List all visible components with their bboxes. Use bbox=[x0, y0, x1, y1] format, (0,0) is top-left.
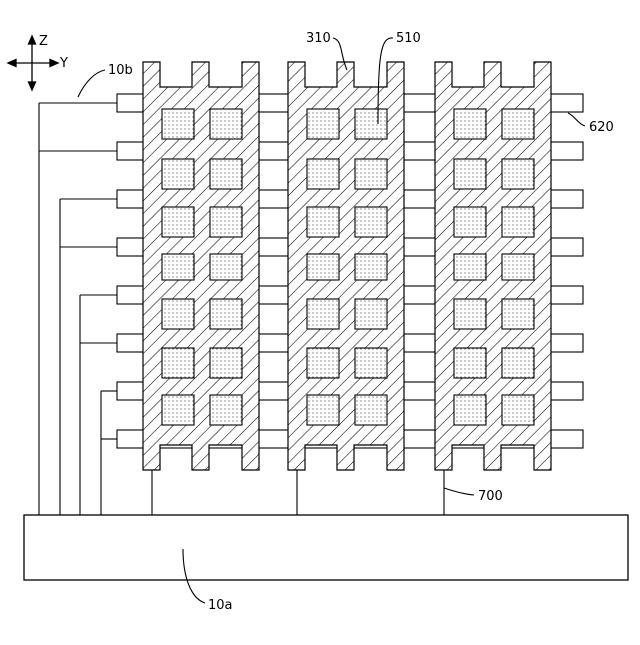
axis-z-label: Z bbox=[39, 34, 48, 49]
cell-c3-r7-1 bbox=[454, 395, 486, 425]
callout-10b: 10b bbox=[108, 63, 133, 78]
arrow-right-icon bbox=[50, 60, 58, 67]
cell-c2-r1-2 bbox=[355, 109, 387, 139]
cell-c3-r2-1 bbox=[454, 159, 486, 189]
cell-c3-r4-1 bbox=[454, 254, 486, 280]
cell-c1-r1-1 bbox=[162, 109, 194, 139]
cell-c3-r6-2 bbox=[502, 348, 534, 378]
cell-c1-r6-1 bbox=[162, 348, 194, 378]
cell-c1-r4-2 bbox=[210, 254, 242, 280]
leader-700 bbox=[444, 488, 474, 495]
cell-c1-r7-1 bbox=[162, 395, 194, 425]
cell-c3-r4-2 bbox=[502, 254, 534, 280]
base-substrate-10a bbox=[24, 515, 628, 580]
cell-c3-r5-2 bbox=[502, 299, 534, 329]
callout-510: 510 bbox=[396, 31, 421, 46]
cell-c2-r6-2 bbox=[355, 348, 387, 378]
cell-c3-r3-1 bbox=[454, 207, 486, 237]
axis-y-label: Y bbox=[59, 56, 68, 71]
cell-c2-r5-2 bbox=[355, 299, 387, 329]
column-strips bbox=[143, 62, 551, 470]
cell-c2-r3-1 bbox=[307, 207, 339, 237]
cell-c1-r3-2 bbox=[210, 207, 242, 237]
cell-c1-r4-1 bbox=[162, 254, 194, 280]
cell-c3-r6-1 bbox=[454, 348, 486, 378]
cell-c2-r3-2 bbox=[355, 207, 387, 237]
cell-c1-r5-2 bbox=[210, 299, 242, 329]
cell-c2-r6-1 bbox=[307, 348, 339, 378]
arrow-down-icon bbox=[29, 82, 36, 90]
cell-c3-r1-2 bbox=[502, 109, 534, 139]
cell-c1-r1-2 bbox=[210, 109, 242, 139]
cell-c1-r6-2 bbox=[210, 348, 242, 378]
cell-c2-r1-1 bbox=[307, 109, 339, 139]
cell-c1-r5-1 bbox=[162, 299, 194, 329]
cell-c1-r2-2 bbox=[210, 159, 242, 189]
cell-c1-r2-1 bbox=[162, 159, 194, 189]
arrow-up-icon bbox=[29, 36, 36, 44]
cell-c3-r7-2 bbox=[502, 395, 534, 425]
leader-620 bbox=[568, 113, 585, 126]
cell-c2-r2-2 bbox=[355, 159, 387, 189]
cell-c3-r5-1 bbox=[454, 299, 486, 329]
cell-c2-r7-2 bbox=[355, 395, 387, 425]
axis-indicator bbox=[8, 36, 58, 90]
cell-c2-r4-1 bbox=[307, 254, 339, 280]
arrow-left-icon bbox=[8, 60, 16, 67]
callout-10a: 10a bbox=[208, 598, 233, 613]
cell-c3-r2-2 bbox=[502, 159, 534, 189]
cell-c2-r5-1 bbox=[307, 299, 339, 329]
cell-c2-r2-1 bbox=[307, 159, 339, 189]
cell-c2-r4-2 bbox=[355, 254, 387, 280]
cell-c2-r7-1 bbox=[307, 395, 339, 425]
cell-c1-r7-2 bbox=[210, 395, 242, 425]
leader-10b bbox=[78, 70, 105, 97]
cell-c3-r3-2 bbox=[502, 207, 534, 237]
left-wiring bbox=[39, 103, 117, 515]
callout-310: 310 bbox=[306, 31, 331, 46]
cell-c3-r1-1 bbox=[454, 109, 486, 139]
callout-700: 700 bbox=[478, 489, 503, 504]
column-wiring bbox=[152, 470, 444, 515]
callout-620: 620 bbox=[589, 120, 614, 135]
cell-c1-r3-1 bbox=[162, 207, 194, 237]
